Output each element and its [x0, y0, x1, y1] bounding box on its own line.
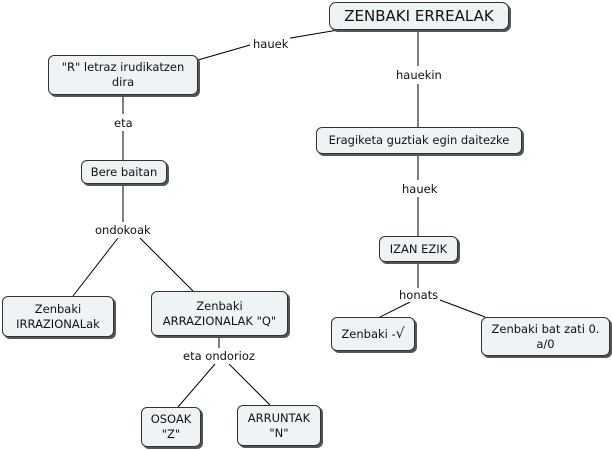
link-honats-zati-zero — [439, 299, 486, 318]
node-label: Zenbaki bat zati 0. a/0 — [491, 321, 600, 351]
link-ondokoak-arrazionalak — [139, 237, 194, 292]
link-hauek-r-letraz — [197, 44, 251, 61]
node-label: Zenbaki IRRAZIONALak — [16, 301, 100, 331]
link-label-eta: eta — [112, 116, 135, 130]
node-label: "R" letraz irudikatzen dira — [61, 60, 185, 89]
node-label: OSOAK "Z" — [150, 412, 192, 441]
link-label-hauek-right: hauek — [400, 182, 440, 196]
link-eta-ondorioz-osoak — [177, 363, 216, 408]
node-label: Zenbaki ARRAZIONALAK "Q" — [162, 298, 277, 328]
node-zati-zero[interactable]: Zenbaki bat zati 0. a/0 — [481, 317, 610, 356]
node-label: ZENBAKI ERREALAK — [344, 6, 494, 25]
node-irrazionalak[interactable]: Zenbaki IRRAZIONALak — [2, 296, 114, 337]
node-r-letraz[interactable]: "R" letraz irudikatzen dira — [48, 55, 198, 95]
link-label-ondokoak: ondokoak — [93, 223, 153, 237]
node-label: IZAN EZIK — [389, 241, 448, 256]
link-label-hauekin: hauekin — [394, 68, 444, 82]
link-ondokoak-irrazionalak — [72, 237, 119, 297]
node-label: Zenbaki - — [341, 326, 396, 341]
node-eragiketa[interactable]: Eragiketa guztiak egin daitezke — [316, 127, 522, 154]
node-zenbaki-sqrt[interactable]: Zenbaki -√ — [331, 317, 415, 351]
node-label: Bere baitan — [90, 164, 158, 179]
node-izan-ezik[interactable]: IZAN EZIK — [379, 236, 458, 262]
node-label: Eragiketa guztiak egin daitezke — [328, 133, 510, 147]
node-arrazionalak[interactable]: Zenbaki ARRAZIONALAK "Q" — [151, 291, 288, 336]
sqrt-symbol: √ — [395, 325, 405, 342]
node-label: ARRUNTAK "N" — [247, 410, 311, 440]
node-bere-baitan[interactable]: Bere baitan — [81, 160, 167, 184]
link-label-honats: honats — [397, 288, 441, 302]
link-label-eta-ondorioz: eta ondorioz — [181, 349, 257, 363]
link-eta-ondorioz-arruntak — [228, 363, 271, 406]
node-zenbaki-errealak[interactable]: ZENBAKI ERREALAK — [329, 2, 509, 30]
node-arruntak[interactable]: ARRUNTAK "N" — [237, 405, 321, 446]
link-label-hauek-left: hauek — [251, 37, 291, 51]
link-honats-sqrt — [379, 301, 411, 318]
node-osoak[interactable]: OSOAK "Z" — [141, 407, 201, 447]
